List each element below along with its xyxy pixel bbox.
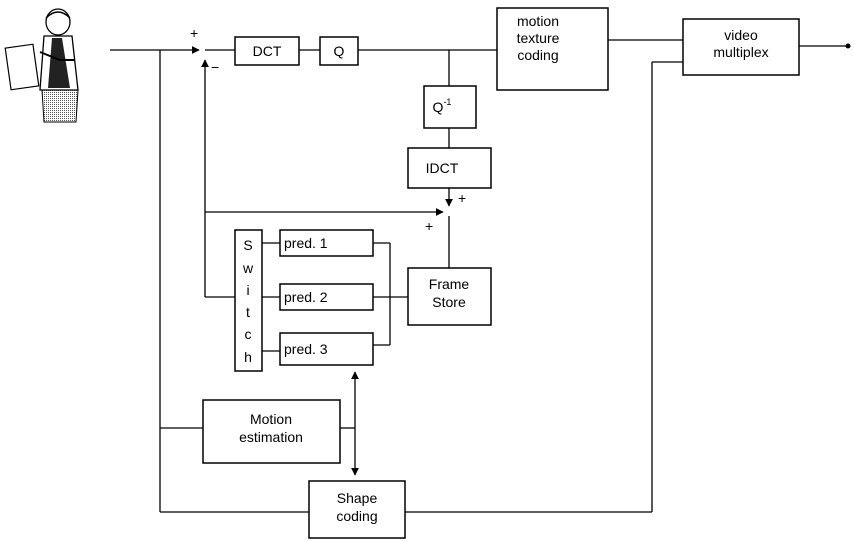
input-minus-sign: − (211, 59, 219, 75)
video-multiplex-block: video multiplex (683, 19, 799, 75)
mtc-line-1: motion (517, 13, 559, 29)
frame-store-line-2: Store (432, 294, 466, 310)
pred2-label: pred. 2 (284, 289, 328, 305)
switch-letter: h (244, 349, 252, 365)
pred1-label: pred. 1 (284, 235, 328, 251)
switch-letter: S (243, 237, 252, 253)
idct-label: IDCT (426, 160, 459, 176)
mtc-line-2: texture (517, 30, 560, 46)
recon-plus-top-sign: + (458, 190, 466, 206)
me-line-1: Motion (250, 411, 292, 427)
recon-plus-left-sign: + (425, 218, 433, 234)
shape-coding-block: Shape coding (309, 481, 405, 538)
sc-line-2: coding (336, 508, 377, 524)
me-line-2: estimation (239, 429, 303, 445)
dct-block: DCT (235, 37, 299, 65)
presenter-figure-icon (5, 9, 78, 122)
dct-label: DCT (253, 43, 282, 59)
pred1-block: pred. 1 (280, 230, 373, 256)
sc-line-1: Shape (337, 490, 378, 506)
idct-block: IDCT (408, 148, 491, 188)
switch-letter: i (246, 282, 249, 298)
switch-letter: w (242, 260, 254, 276)
switch-letter: t (246, 304, 250, 320)
vm-line-1: video (724, 27, 758, 43)
pred2-block: pred. 2 (280, 284, 373, 310)
motion-texture-coding-block: motion texture coding (497, 8, 608, 90)
input-plus-sign: + (190, 25, 198, 41)
pred3-label: pred. 3 (284, 341, 328, 357)
vm-line-2: multiplex (713, 44, 768, 60)
q-inverse-block: Q-1 (424, 86, 476, 128)
q-label: Q (334, 43, 345, 59)
q-block: Q (320, 37, 358, 65)
frame-store-line-1: Frame (429, 276, 470, 292)
motion-estimation-block: Motion estimation (203, 400, 340, 463)
switch-letter: c (245, 326, 252, 342)
pred3-block: pred. 3 (280, 333, 373, 365)
mtc-line-3: coding (517, 47, 558, 63)
frame-store-block: Frame Store (408, 268, 491, 325)
switch-block: S w i t c h (235, 230, 262, 371)
